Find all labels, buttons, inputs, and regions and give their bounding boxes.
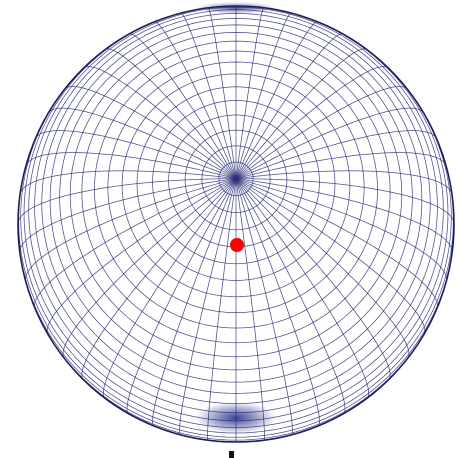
meridian-line (236, 34, 343, 179)
bottom-pole-shading (196, 402, 276, 434)
meridian-line (236, 22, 318, 179)
meridian-line (25, 179, 236, 281)
parallel-line (382, 62, 451, 217)
meridian-line (236, 179, 369, 399)
meridian-line (208, 8, 236, 179)
meridian-line (208, 179, 236, 441)
meridian-line (236, 179, 447, 281)
meridian-line (236, 179, 292, 435)
meridian-line (180, 179, 236, 435)
meridian-line (236, 179, 437, 309)
bottom-stub (229, 451, 234, 458)
wireframe-mesh (18, 6, 454, 442)
meridian-line (129, 34, 236, 179)
meridian-line (236, 179, 264, 441)
meridian-line (35, 179, 236, 309)
meridian-line (236, 179, 345, 414)
meridian-line (103, 179, 236, 399)
meridian-line (236, 8, 264, 179)
meridian-line (127, 179, 236, 414)
meridian-line (154, 22, 236, 179)
center-marker-dot (230, 238, 244, 252)
